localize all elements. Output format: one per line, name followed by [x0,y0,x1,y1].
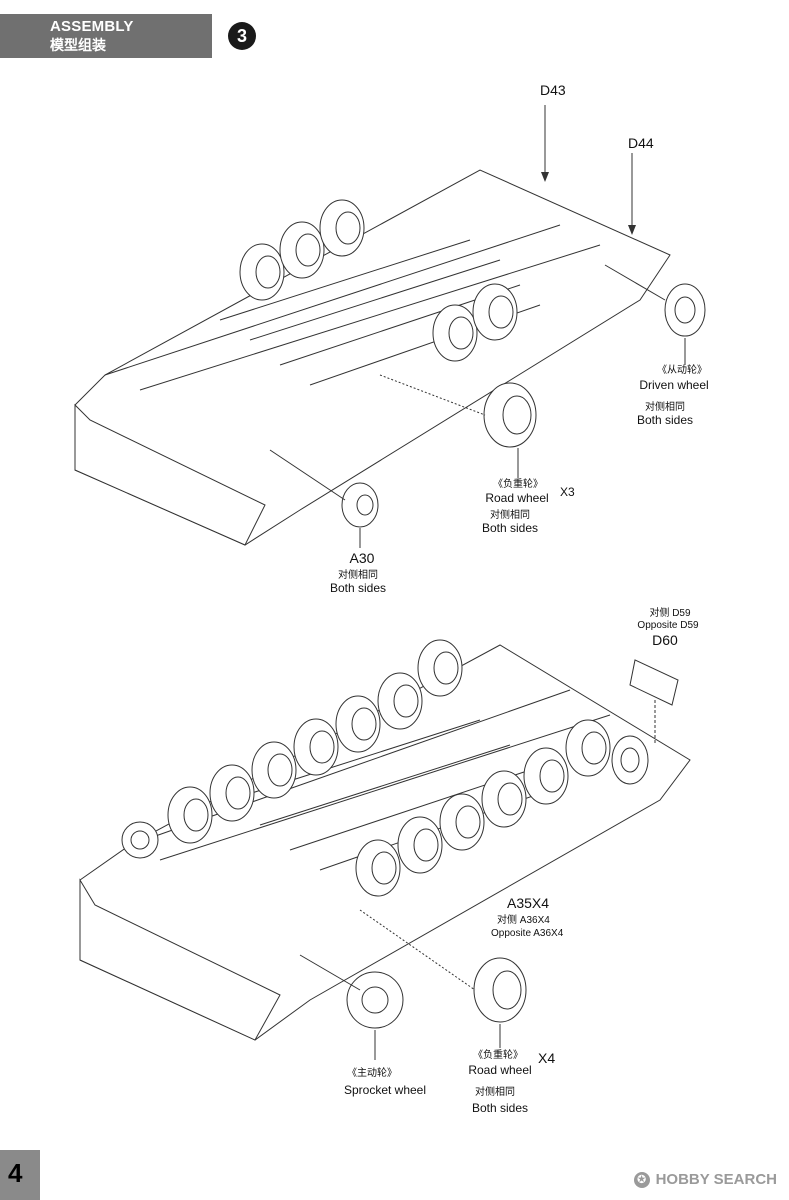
opposite-a36-label: Opposite A36X4 [491,928,564,939]
bottom-road-both-sides-cn: 对侧相同 [475,1087,515,1098]
driven-wheel-cn: 《从动轮》 [657,365,707,376]
top-hull-drawing [74,105,706,548]
step-number-badge: 3 [228,22,256,50]
sprocket-wheel-label: Sprocket wheel [343,1083,427,1097]
bottom-far-road-wheel-4 [293,718,339,776]
a30-hub-drawing [341,482,379,528]
bottom-near-road-wheel-1 [355,839,401,897]
label-a30: A30 [349,550,375,566]
top-far-road-wheel-2 [279,221,325,279]
bottom-road-wheel-label: Road wheel [468,1063,532,1077]
bottom-near-road-wheel-4 [481,770,527,828]
assembly-title: ASSEMBLY [50,18,134,35]
bottom-road-wheel-cn: 《负重轮》 [473,1050,523,1061]
d60-plate [629,659,679,706]
section-header: ASSEMBLY 模型组装 [0,14,212,58]
bottom-near-road-wheel-6 [565,719,611,777]
top-near-road-wheel-1 [432,304,478,362]
road-both-sides-label: Both sides [481,521,539,535]
sprocket-wheel-drawing [346,971,404,1029]
top-far-road-wheel-3 [319,199,365,257]
driven-wheel-drawing [664,283,706,337]
opposite-d59-cn: 对侧 D59 [649,608,691,619]
bottom-hull-drawing [79,639,691,1060]
bottom-road-wheel-qty: X4 [538,1050,556,1066]
driven-wheel-label: Driven wheel [639,378,709,392]
driven-both-sides-cn: 对侧相同 [645,402,685,413]
opposite-a36-cn: 对侧 A36X4 [497,915,550,926]
top-far-road-wheel-1 [239,243,285,301]
driven-both-sides-label: Both sides [636,413,694,427]
bottom-road-both-sides-label: Both sides [471,1101,529,1115]
a30-both-sides-label: Both sides [329,581,387,595]
label-d60: D60 [652,632,678,648]
bottom-far-road-wheel-2 [209,764,255,822]
assembly-title-cn: 模型组装 [50,37,106,53]
road-wheel-label: Road wheel [485,491,549,505]
sprocket-wheel-cn: 《主动轮》 [347,1068,397,1079]
label-d43: D43 [540,82,566,98]
bottom-idler-drawing [611,735,649,785]
page-number-box: 4 [0,1150,40,1200]
a30-both-sides-cn: 对侧相同 [338,570,378,581]
bottom-near-road-wheel-5 [523,747,569,805]
bottom-exploded-road-wheel [473,957,527,1023]
bottom-far-road-wheel-1 [167,786,213,844]
bottom-far-road-wheel-5 [335,695,381,753]
top-exploded-road-wheel [483,382,537,448]
watermark-text: HOBBY SEARCH [655,1171,777,1188]
road-wheel-qty: X3 [560,485,575,499]
top-near-road-wheel-2 [472,283,518,341]
road-wheel-cn: 《负重轮》 [493,479,543,490]
bottom-far-sprocket [121,821,159,859]
bottom-far-road-wheel-3 [251,741,297,799]
road-both-sides-cn: 对侧相同 [490,510,530,521]
bottom-far-road-wheel-7 [417,639,463,697]
label-a35: A35X4 [507,895,550,911]
bottom-far-road-wheel-6 [377,672,423,730]
page-number: 4 [8,1158,23,1188]
hobby-search-logo-icon: ✪ [633,1171,650,1188]
watermark: ✪ HOBBY SEARCH [633,1171,777,1188]
opposite-d59-label: Opposite D59 [637,620,699,631]
label-d44: D44 [628,135,654,151]
bottom-near-road-wheel-2 [397,816,443,874]
bottom-near-road-wheel-3 [439,793,485,851]
